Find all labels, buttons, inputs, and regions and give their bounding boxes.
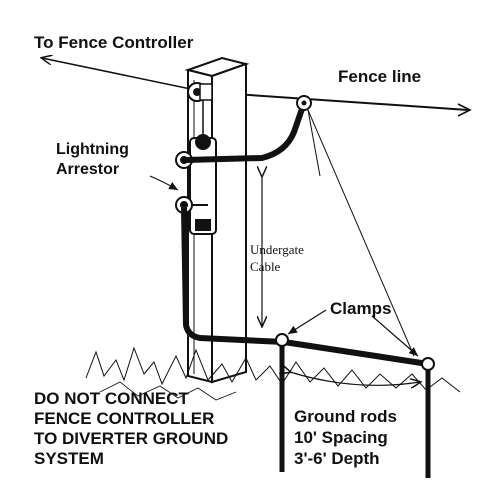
ground-rod-2: [421, 357, 435, 478]
fence-line-clamp: [296, 95, 312, 111]
clamps-leader-right: [371, 315, 419, 357]
label-undergate-cable-2: Cable: [250, 259, 281, 274]
warning-line-3: TO DIVERTER GROUND: [34, 429, 228, 448]
label-lightning-arrestor-2: Arrestor: [56, 161, 119, 178]
label-undergate-cable-1: Undergate: [250, 242, 304, 257]
ground-rod-spacing-arrow: [290, 372, 420, 385]
fence-clamp-leader: [307, 109, 415, 357]
arrestor-label-leader: [149, 175, 179, 191]
fence-insulator: [187, 82, 213, 102]
controller-wire: [42, 58, 206, 93]
warning-line-4: SYSTEM: [34, 449, 104, 468]
label-clamps: Clamps: [330, 299, 391, 318]
ground-rod-1: [275, 333, 289, 472]
label-ground-rods-2: 10' Spacing: [294, 428, 388, 447]
grass-line: [85, 346, 461, 393]
label-ground-rods-1: Ground rods: [294, 407, 397, 426]
warning-line-1: DO NOT CONNECT: [34, 389, 190, 408]
label-fence-line: Fence line: [338, 67, 421, 86]
arrestor-to-fence-cable: [183, 100, 307, 163]
warning-line-2: FENCE CONTROLLER: [34, 409, 214, 428]
undergate-cable: [181, 205, 431, 367]
label-ground-rods-3: 3'-6' Depth: [294, 449, 380, 468]
label-lightning-arrestor-1: Lightning: [56, 141, 129, 158]
fence-line-wire: [204, 91, 469, 111]
clamps-leader-left: [287, 309, 327, 335]
label-to-fence-controller: To Fence Controller: [34, 33, 194, 52]
